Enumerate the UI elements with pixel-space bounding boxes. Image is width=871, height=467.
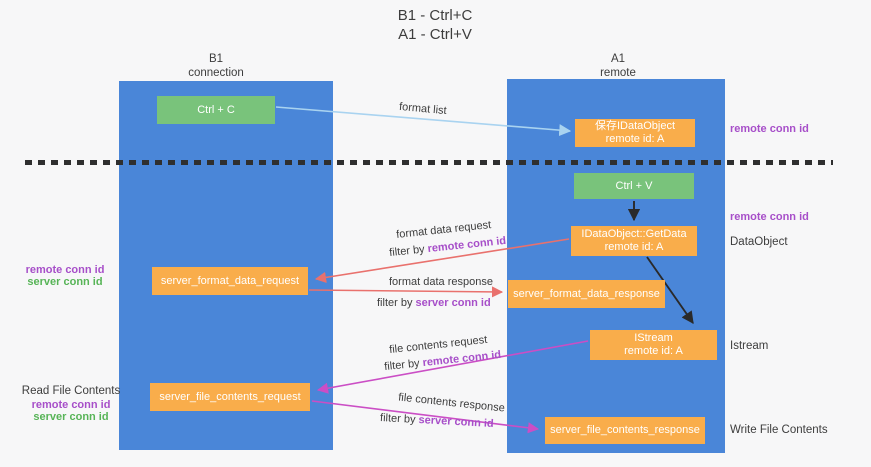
remote-conn-id-top-right: remote conn id xyxy=(730,123,809,135)
getdata-line2: remote id: A xyxy=(604,241,664,253)
left-mid-label-group: remote conn id server conn id xyxy=(15,264,115,288)
title-line-1: B1 - Ctrl+C xyxy=(397,7,473,24)
getdata-line1: IDataObject::GetData xyxy=(581,228,687,240)
filter-prefix-2: filter by xyxy=(377,297,416,309)
left-column-header: B1 connection xyxy=(156,52,276,80)
getdata-node: IDataObject::GetData remote id: A xyxy=(571,226,697,256)
ctrl-v-node: Ctrl + V xyxy=(574,173,694,199)
server-file-contents-request-node: server_file_contents_request xyxy=(150,383,310,411)
left-bottom-label-group: Read File Contents remote conn id server… xyxy=(21,385,121,423)
remote-conn-id-mid-right: remote conn id xyxy=(730,211,809,223)
right-column-header: A1 remote xyxy=(558,52,678,80)
left-header-name: B1 xyxy=(208,53,224,65)
right-header-name: A1 xyxy=(610,53,626,65)
server-format-data-request-label: server_format_data_request xyxy=(160,274,300,287)
ctrl-c-label: Ctrl + C xyxy=(197,103,235,116)
diagram-title: B1 - Ctrl+C A1 - Ctrl+V xyxy=(300,6,570,44)
file-contents-response-label: file contents response xyxy=(397,391,506,415)
istream-side-label: Istream xyxy=(730,340,769,352)
filter-by-server-1: filter by server conn id xyxy=(377,297,491,309)
istream-line1: IStream xyxy=(634,332,673,344)
server-format-data-response-label: server_format_data_response xyxy=(513,287,660,300)
server-file-contents-response-node: server_file_contents_response xyxy=(545,417,705,444)
right-header-role: remote xyxy=(600,67,636,79)
filter-server-conn-id-2: server conn id xyxy=(418,414,494,430)
format-data-response-arrow xyxy=(308,286,504,298)
filter-prefix-3: filter by xyxy=(383,357,424,374)
server-file-contents-request-label: server_file_contents_request xyxy=(159,390,301,403)
server-file-contents-response-label: server_file_contents_response xyxy=(550,424,700,436)
istream-line2: remote id: A xyxy=(624,345,683,357)
save-dataobject-node: 保存IDataObject remote id: A xyxy=(575,119,695,147)
server-conn-id-bottom-left: server conn id xyxy=(33,411,109,423)
read-file-contents-label: Read File Contents xyxy=(21,385,121,397)
filter-prefix-1: filter by xyxy=(388,243,429,260)
ctrl-v-label: Ctrl + V xyxy=(615,179,653,192)
title-line-2: A1 - Ctrl+V xyxy=(398,26,472,43)
save-dataobject-line2: remote id: A xyxy=(605,133,665,145)
server-conn-id-mid-left: server conn id xyxy=(27,276,103,288)
server-format-data-request-node: server_format_data_request xyxy=(152,267,308,295)
format-data-response-label: format data response xyxy=(389,276,493,288)
left-header-role: connection xyxy=(188,67,244,79)
filter-prefix-4: filter by xyxy=(379,412,419,427)
write-file-contents-label: Write File Contents xyxy=(730,424,828,436)
filter-by-server-2: filter by server conn id xyxy=(380,412,494,430)
server-format-data-response-node: server_format_data_response xyxy=(508,280,665,308)
filter-remote-conn-id-2: remote conn id xyxy=(421,348,502,370)
dashed-divider-line xyxy=(25,160,833,165)
dataobject-label: DataObject xyxy=(730,236,788,248)
remote-conn-id-mid-left: remote conn id xyxy=(25,264,105,276)
istream-node: IStream remote id: A xyxy=(590,330,717,360)
filter-server-conn-id-1: server conn id xyxy=(415,297,491,309)
ctrl-c-node: Ctrl + C xyxy=(157,96,275,124)
save-dataobject-line1: 保存IDataObject xyxy=(594,120,676,132)
filter-remote-conn-id-1: remote conn id xyxy=(426,234,507,256)
remote-conn-id-bottom-left: remote conn id xyxy=(31,399,111,411)
format-list-label: format list xyxy=(398,100,448,118)
